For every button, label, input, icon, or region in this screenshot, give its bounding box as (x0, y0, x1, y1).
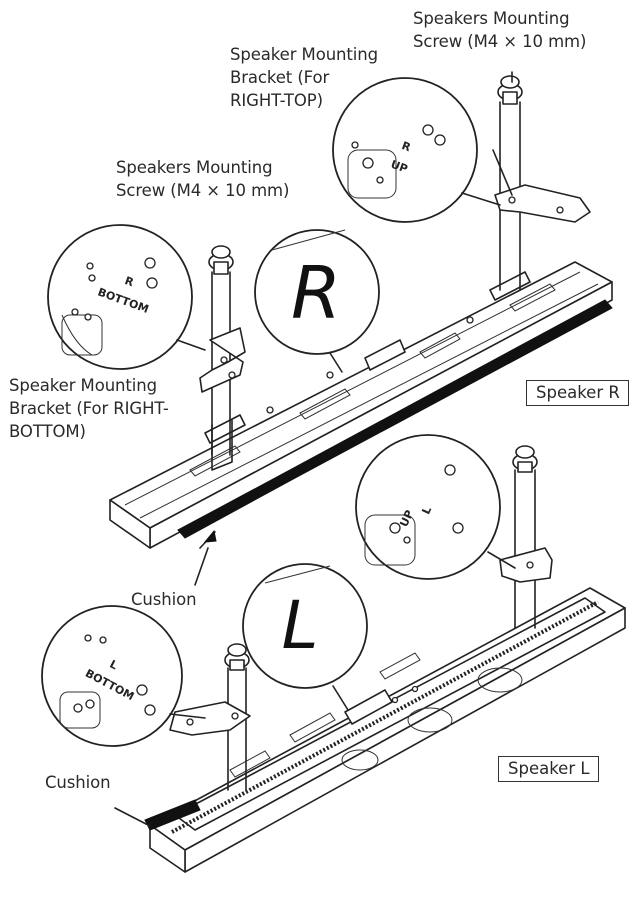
label-screw-mid: Speakers Mounting Screw (M4 × 10 mm) (116, 156, 289, 202)
screw-assembly-left-bottom (169, 643, 251, 791)
callout-circle-r-big: R (254, 229, 380, 373)
callout-circle-l-big: L (242, 563, 368, 711)
screw-assembly-right-top (494, 75, 591, 291)
callout-r-letter: R (291, 251, 341, 335)
callout-circle-right-top: R UP (332, 77, 501, 223)
label-screw-top: Speakers Mounting Screw (M4 × 10 mm) (413, 7, 586, 53)
label-bracket-bottom-line2: Bracket (For RIGHT- (9, 399, 169, 418)
label-speaker-r: Speaker R (526, 380, 629, 406)
callout-lu-letter: L (419, 505, 434, 517)
label-bracket-bottom-line3: BOTTOM) (9, 422, 86, 441)
leader-cushion-1 (194, 547, 209, 586)
screw-assembly-right-bottom (199, 245, 246, 471)
label-bracket-top-line1: Speaker Mounting (230, 45, 378, 64)
label-bracket-top: Speaker Mounting Bracket (For RIGHT-TOP) (230, 43, 378, 112)
label-screw-mid-line1: Speakers Mounting (116, 158, 273, 177)
speaker-r-bar (109, 261, 613, 549)
label-screw-top-line2: Screw (M4 × 10 mm) (413, 32, 587, 51)
cushion-r-strip (177, 299, 613, 549)
cushion-l-strip (114, 600, 599, 834)
label-screw-top-line1: Speakers Mounting (413, 9, 570, 28)
label-bracket-top-line3: RIGHT-TOP) (230, 91, 323, 110)
label-bracket-bottom: Speaker Mounting Bracket (For RIGHT- BOT… (9, 374, 169, 443)
screw-assembly-left-top (499, 445, 553, 629)
label-screw-mid-line2: Screw (M4 × 10 mm) (116, 181, 290, 200)
callout-l-letter: L (282, 587, 319, 664)
leader-bracket-top (492, 149, 513, 196)
label-speaker-l: Speaker L (498, 756, 599, 782)
callout-circle-left-top: L UP (355, 434, 516, 580)
callout-circle-left-bottom: L BOTTOM (41, 605, 206, 747)
callout-circle-right-bottom: R BOTTOM (47, 224, 206, 370)
label-cushion-1: Cushion (131, 590, 197, 609)
label-bracket-bottom-line1: Speaker Mounting (9, 376, 157, 395)
label-cushion-2: Cushion (45, 773, 111, 792)
callout-ru-word: UP (389, 158, 409, 176)
label-bracket-top-line2: Bracket (For (230, 68, 330, 87)
